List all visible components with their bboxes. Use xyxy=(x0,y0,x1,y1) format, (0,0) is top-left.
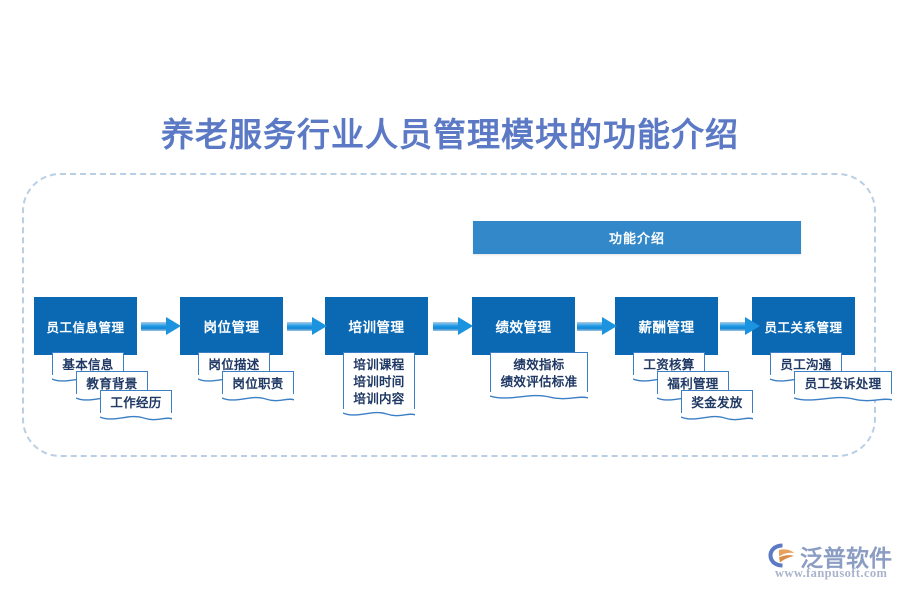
brand-url: www.fanpusoft.com xyxy=(775,566,888,580)
fanpu-logo-icon xyxy=(767,542,797,569)
brand-logo: 泛普软件 www.fanpusoft.com xyxy=(767,538,892,584)
banner-label: 功能介绍 xyxy=(608,231,665,246)
page-title: 养老服务行业人员管理模块的功能介绍 xyxy=(161,116,739,153)
brand-name: 泛普软件 xyxy=(800,545,892,571)
dashed-container xyxy=(22,173,876,457)
function-intro-banner: 功能介绍 xyxy=(473,221,801,254)
